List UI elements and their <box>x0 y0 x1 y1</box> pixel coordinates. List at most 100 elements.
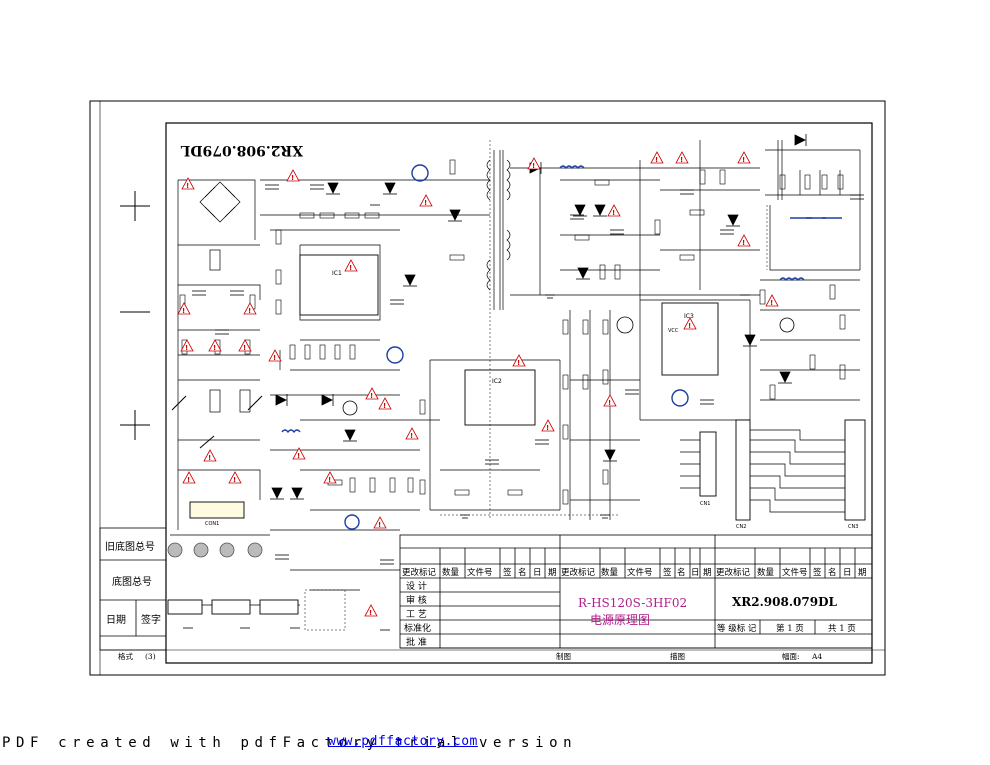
svg-text:!: ! <box>297 452 300 460</box>
date-label: 日期 <box>106 614 126 626</box>
mirrored-drawing-number: XR2.908.079DL <box>180 142 303 158</box>
page-label: 第 1 页 <box>776 623 804 634</box>
sign-rows: 设 计 审 核 工 艺 标准化 批 准 <box>404 580 431 648</box>
svg-text:!: ! <box>370 392 373 400</box>
svg-text:!: ! <box>213 344 216 352</box>
svg-text:!: ! <box>608 399 611 407</box>
svg-text:!: ! <box>546 424 549 432</box>
output-module-1 <box>167 599 203 615</box>
rev-header: 签 <box>813 567 822 578</box>
ic-blocks <box>167 254 866 615</box>
ic1-label: IC1 <box>332 270 342 277</box>
rev-header: 数量 <box>601 567 619 578</box>
ic1-body <box>299 254 379 316</box>
sign-row-label: 设 计 <box>406 580 427 592</box>
ic3-pin-label: VCC <box>668 328 679 334</box>
rev-header: 名 <box>828 567 837 578</box>
connector-a-label: CN1 <box>700 501 710 507</box>
connector-block-right <box>844 419 866 521</box>
registration-marks <box>120 191 150 440</box>
sheet-size-value: A4 <box>811 652 822 661</box>
rev-header: 更改标记 <box>402 567 437 578</box>
sign-row-label: 工 艺 <box>406 609 427 620</box>
ic3-label: IC3 <box>684 313 694 320</box>
connector-block-mid <box>735 419 751 521</box>
model-number: R-HS120S-3HF02 <box>578 596 687 610</box>
terminal-circles <box>167 542 263 558</box>
rev-header: 日 <box>533 568 542 578</box>
con1-body <box>189 501 245 519</box>
sign-label: 签字 <box>141 613 161 626</box>
svg-text:!: ! <box>612 209 615 217</box>
rev-header: 名 <box>518 567 527 578</box>
footer-text: PDF created with pdfFactory trial versio… <box>2 735 578 751</box>
rev-header: 更改标记 <box>561 567 596 578</box>
sign-row-label: 标准化 <box>404 622 431 634</box>
zener-diodes <box>171 395 263 449</box>
dashed-regions <box>304 140 768 631</box>
format-label: 格式 <box>118 651 133 661</box>
rev-header: 日 <box>843 568 852 578</box>
rev-header: 数量 <box>757 567 775 578</box>
title-block <box>399 534 873 649</box>
svg-text:!: ! <box>424 199 427 207</box>
footer-link[interactable]: www.pdffactory.com <box>328 734 478 749</box>
blue-accents <box>281 164 842 530</box>
rev-header: 文件号 <box>627 567 653 578</box>
schematic-wiring <box>170 140 861 606</box>
output-module-2 <box>211 599 251 615</box>
connector-b-label: CN2 <box>736 524 746 530</box>
connector-block-left <box>699 431 717 497</box>
rev-header: 签 <box>663 567 672 578</box>
svg-text:!: ! <box>248 307 251 315</box>
inner-frame <box>165 122 873 664</box>
outer-frame <box>89 100 886 676</box>
svg-text:!: ! <box>680 156 683 164</box>
total-pages-label: 共 1 页 <box>828 624 856 634</box>
resistors <box>179 159 846 505</box>
drawing-number: XR2.908.079DL <box>732 595 837 609</box>
rev-header: 期 <box>858 568 867 578</box>
svg-text:!: ! <box>532 162 535 170</box>
pdf-watermark-footer: PDF created with pdfFactory trial versio… <box>0 734 990 757</box>
ic2-label: IC2 <box>492 378 502 385</box>
svg-text:!: ! <box>378 521 381 529</box>
svg-text:!: ! <box>273 354 276 362</box>
revision-header-row: 更改标记 数量 文件号 签 名 日 期 更改标记 数量 文件号 签 名 日 期 … <box>402 567 867 578</box>
sign-row-label: 审 核 <box>406 594 427 606</box>
transistors <box>342 164 795 530</box>
svg-text:!: ! <box>182 307 185 315</box>
svg-text:!: ! <box>688 322 691 330</box>
svg-text:!: ! <box>770 299 773 307</box>
svg-text:!: ! <box>291 174 294 182</box>
rev-header: 名 <box>677 567 686 578</box>
svg-text:!: ! <box>517 359 520 367</box>
rev-header: 更改标记 <box>716 567 751 578</box>
con1-label: CON1 <box>205 521 219 527</box>
svg-text:!: ! <box>328 476 331 484</box>
svg-text:!: ! <box>349 264 352 272</box>
rev-header: 文件号 <box>467 567 493 578</box>
rev-header: 文件号 <box>782 567 808 578</box>
svg-text:!: ! <box>742 239 745 247</box>
svg-text:!: ! <box>369 609 372 617</box>
drawn-by-label: 制图 <box>556 651 571 661</box>
capacitors <box>192 184 864 565</box>
svg-text:!: ! <box>243 344 246 352</box>
svg-text:!: ! <box>383 402 386 410</box>
format-value: (3) <box>145 652 156 661</box>
svg-text:!: ! <box>410 432 413 440</box>
rev-header: 数量 <box>442 567 460 578</box>
drawing-title: 电源原理图 <box>590 613 650 627</box>
old-base-number-label: 旧底图总号 <box>105 540 155 553</box>
svg-text:!: ! <box>185 344 188 352</box>
sign-row-label: 批 准 <box>406 636 427 648</box>
sheet-size-label: 幅面: <box>782 651 800 661</box>
rev-header: 期 <box>548 568 557 578</box>
ic2-body <box>464 369 536 426</box>
ic3-body <box>661 302 719 376</box>
svg-text:!: ! <box>655 156 658 164</box>
traced-by-label: 描图 <box>670 651 685 661</box>
svg-text:!: ! <box>742 156 745 164</box>
